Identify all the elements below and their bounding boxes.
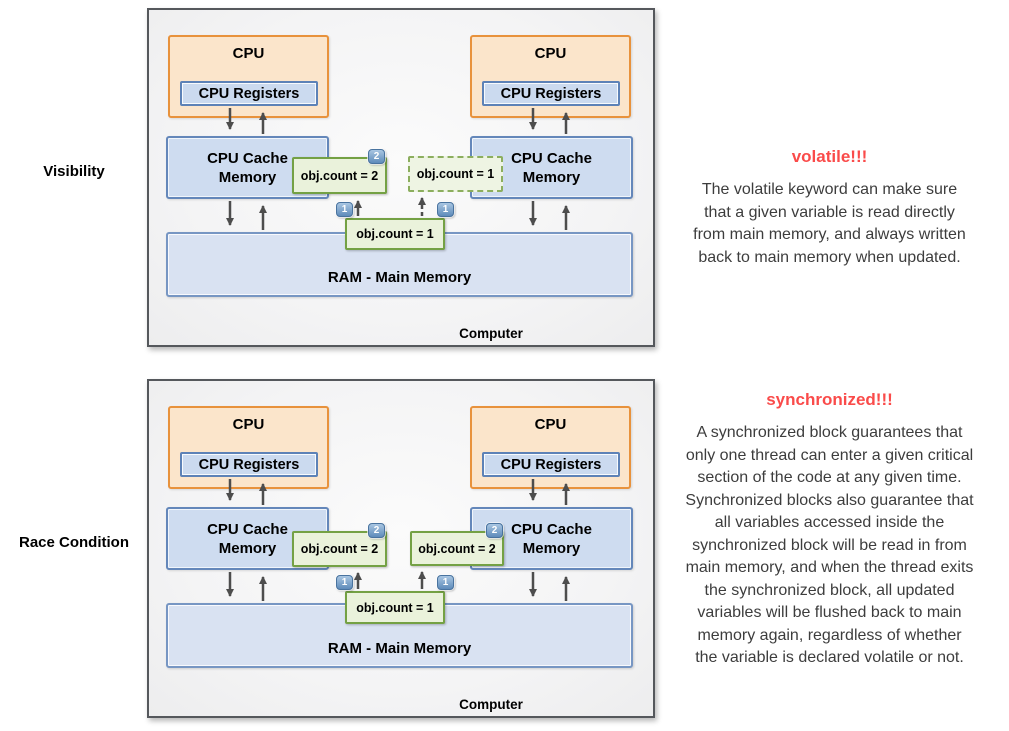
ram-value-text: obj.count = 1 — [356, 600, 434, 615]
cpu-registers-box-right: CPU Registers — [482, 452, 620, 477]
cached-value-text: obj.count = 2 — [300, 542, 379, 556]
cpu-registers-label: CPU Registers — [198, 85, 300, 102]
ram-value-text: obj.count = 1 — [356, 227, 434, 241]
cpu-registers-label: CPU Registers — [198, 456, 300, 473]
note-synchronized: synchronized!!! A synchronized block gua… — [650, 390, 1009, 670]
step-1-badge-right: 1 — [437, 202, 454, 217]
computer-caption: Computer — [459, 697, 523, 712]
cpu-registers-box-left: CPU Registers — [180, 81, 318, 106]
cache-label-line1: CPU Cache — [207, 520, 288, 538]
ram-value-box: obj.count = 1 — [345, 591, 445, 624]
cpu-title: CPU — [232, 45, 265, 62]
cache-label-line2: Memory — [218, 539, 277, 557]
note-volatile: volatile!!! The volatile keyword can mak… — [650, 147, 1009, 269]
cache-label-line1: CPU Cache — [207, 149, 288, 167]
ram-label: RAM - Main Memory — [327, 269, 472, 286]
row-label-race-condition: Race Condition — [18, 534, 129, 551]
note-body: The volatile keyword can make sure that … — [693, 181, 966, 266]
note-title: synchronized!!! — [766, 390, 893, 409]
ram-value-box: obj.count = 1 — [345, 218, 445, 250]
arrows-layer — [226, 108, 570, 230]
cache-label-line2: Memory — [218, 168, 277, 186]
ram-label: RAM - Main Memory — [327, 640, 472, 657]
step-1-badge-left: 1 — [336, 202, 353, 217]
cache-label-line2: Memory — [522, 539, 581, 557]
cpu-registers-label: CPU Registers — [500, 85, 602, 102]
step-2-badge: 2 — [368, 149, 385, 164]
cache-label-line2: Memory — [522, 168, 581, 186]
arrows-layer — [226, 479, 570, 601]
note-body: A synchronized block guarantees that onl… — [685, 424, 974, 666]
step-2-badge-left: 2 — [368, 523, 385, 538]
cpu-title: CPU — [534, 416, 567, 433]
cache-label-line1: CPU Cache — [511, 520, 592, 538]
cpu-title: CPU — [534, 45, 567, 62]
step-2-badge-right: 2 — [486, 523, 503, 538]
step-1-badge-right: 1 — [437, 575, 454, 590]
stale-value-text: obj.count = 1 — [416, 167, 495, 181]
computer-caption: Computer — [459, 326, 523, 341]
step-1-badge-left: 1 — [336, 575, 353, 590]
cpu-title: CPU — [232, 416, 265, 433]
cpu-registers-label: CPU Registers — [500, 456, 602, 473]
computer-panel-race-condition: CPU CPU Registers CPU CPU Registers CPU … — [147, 379, 655, 718]
row-label-visibility: Visibility — [43, 163, 105, 180]
cpu-registers-box-left: CPU Registers — [180, 452, 318, 477]
cached-value-box-left: obj.count = 2 — [292, 531, 387, 567]
computer-panel-visibility: CPU CPU Registers CPU CPU Registers CPU … — [147, 8, 655, 347]
note-title: volatile!!! — [791, 147, 868, 166]
cached-value-text: obj.count = 2 — [300, 168, 379, 183]
cpu-registers-box-right: CPU Registers — [482, 81, 620, 106]
stale-value-box-right: obj.count = 1 — [408, 156, 503, 192]
cache-label-line1: CPU Cache — [511, 149, 592, 167]
cached-value-text: obj.count = 2 — [418, 541, 496, 556]
ram-box: RAM - Main Memory — [166, 232, 633, 297]
